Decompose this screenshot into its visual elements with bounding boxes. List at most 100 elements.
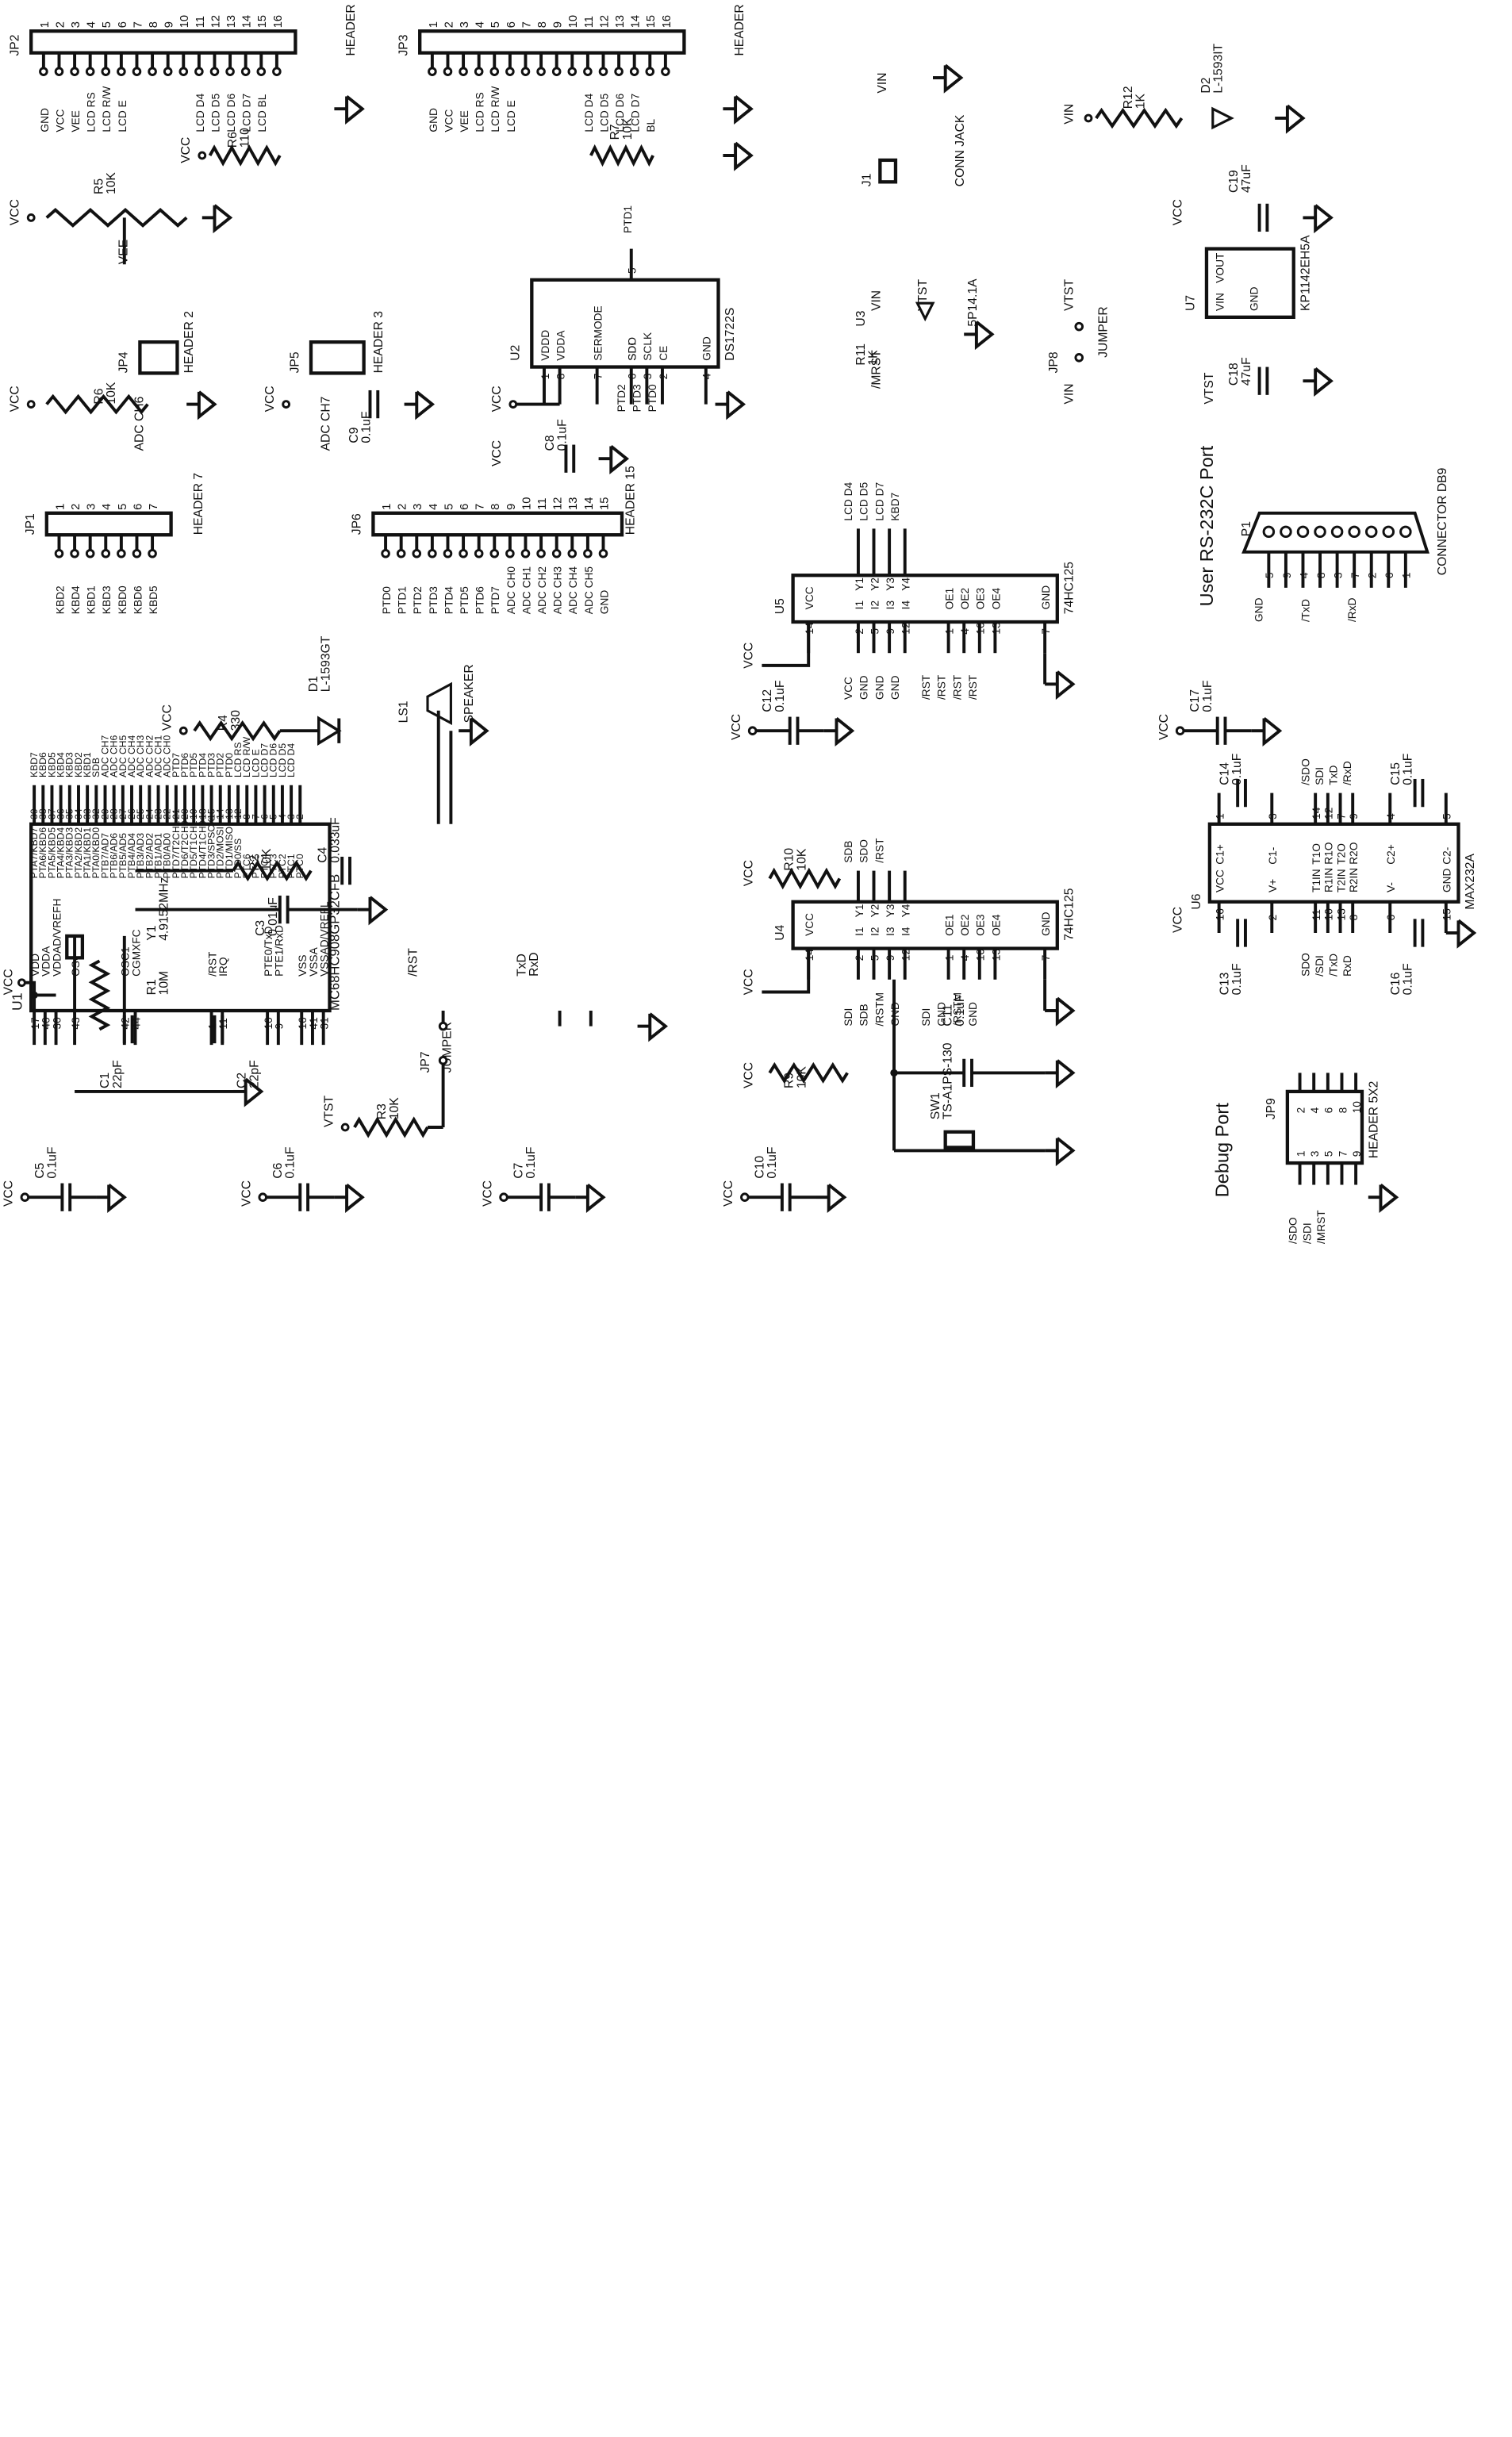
pin-terminal [272, 67, 282, 76]
ground-triangle [1055, 1059, 1076, 1089]
d2-ref: D2 [1199, 78, 1213, 94]
net-label: ADC CH3 [135, 735, 146, 777]
capacitor-symbol [1215, 716, 1227, 745]
u5-ref: U5 [773, 598, 787, 614]
pin-name: Y3 [885, 904, 896, 917]
net-label: PTD6 [474, 586, 486, 614]
pin-number: 5 [117, 504, 129, 510]
net-label: VEE [459, 110, 470, 132]
ls1-value: SPEAKER [462, 664, 476, 723]
pin-terminal [256, 67, 267, 76]
ground-triangle [345, 94, 365, 125]
net-label: ADC CH2 [536, 566, 548, 614]
vcc-label: VCC [743, 643, 756, 669]
pin-number: 3 [70, 21, 83, 28]
net-label: KBD3 [64, 752, 75, 777]
vcc-terminal [499, 1192, 508, 1202]
pin-number: 2 [397, 504, 409, 510]
pin-name: OE2 [959, 914, 971, 935]
ground-triangle [213, 204, 233, 234]
pin-name: Y4 [900, 578, 912, 591]
pin-number: 10 [520, 497, 533, 510]
net-label: PTD4 [443, 586, 455, 614]
pin-terminal [489, 67, 500, 76]
net-label: RxD [1341, 955, 1353, 977]
pin-name: T2IN [1335, 869, 1347, 892]
ground-symbol [1045, 996, 1076, 1027]
pin-terminal [132, 548, 142, 558]
ground-symbol [575, 1183, 606, 1213]
u5-part: 74HC125 [1062, 562, 1076, 614]
vcc-terminal [282, 400, 291, 409]
ground-triangle [107, 1183, 127, 1213]
pin-terminal [428, 67, 437, 76]
net-label: LCD D7 [241, 94, 253, 132]
r4-resistor [193, 720, 282, 742]
vtst-label: VTST [322, 1096, 336, 1127]
u6-ref: U6 [1190, 893, 1203, 909]
net-label: /RST [951, 674, 963, 700]
vtst-label: VTST [1203, 372, 1216, 404]
pin-terminal [85, 67, 95, 76]
pin-name: VSSAD/VREFL [319, 901, 331, 977]
pin-number: 4 [86, 21, 98, 28]
pin-terminal [163, 67, 173, 76]
jp7-pin2 [438, 1055, 448, 1065]
vcc-terminal [20, 1192, 30, 1202]
pin-number: 4 [428, 504, 440, 510]
pin-name: T2O [1335, 843, 1347, 865]
pin-number: 4 [474, 21, 487, 28]
net-label: KBD4 [56, 752, 67, 777]
c15-ref: C15 [1389, 762, 1403, 785]
ground-triangle [368, 896, 389, 926]
pin-terminal [85, 548, 95, 558]
pin-number: 11 [583, 16, 596, 28]
pin-name: VDDD [539, 330, 551, 361]
pin-name: PTD3/SPSCK [205, 819, 217, 879]
pin-number: 11 [536, 498, 549, 510]
r2-value: 10K [260, 848, 274, 870]
wire [762, 622, 811, 667]
net-label: KBD3 [101, 585, 113, 614]
capacitor-symbol [788, 716, 800, 745]
vin-label: VIN [876, 72, 889, 93]
net-label: ADC CH7 [320, 397, 333, 451]
pin-name: C2- [1441, 847, 1453, 865]
ground-symbol [357, 896, 389, 926]
u4-body [791, 900, 1059, 950]
pin-terminal [661, 67, 670, 76]
ground-symbol [1275, 104, 1306, 134]
pin-terminal [54, 548, 64, 558]
header-body [371, 511, 624, 537]
net-label: PTD1 [397, 586, 409, 614]
net-label: PTD2 [412, 586, 424, 614]
jp2-name: HEADER 16 [344, 0, 358, 56]
pin-name: IRQ [217, 957, 229, 977]
net-label: LCD D6 [268, 743, 279, 777]
cap-ref: C17 [1188, 689, 1202, 712]
u3-ref: U3 [854, 310, 868, 326]
pin-number: 12 [209, 15, 222, 28]
vcc-terminal [1175, 726, 1185, 735]
net-label: SDB [858, 1004, 870, 1026]
net-label: /RSTM [873, 992, 885, 1027]
ground-symbol [404, 390, 436, 420]
r7-ref: R7 [608, 124, 622, 140]
pin-terminal [520, 67, 531, 76]
pin-name: PTB5/AD5 [117, 833, 129, 879]
pin-number: 15 [256, 15, 269, 28]
c11-value: 0.1uF [954, 995, 967, 1027]
c11-ref: C11 [942, 1004, 955, 1027]
net-label: PTD4 [197, 753, 208, 777]
c4-ref: C4 [317, 846, 330, 862]
jp5-name: HEADER 3 [372, 311, 386, 374]
pin-number: 5 [1323, 1150, 1335, 1157]
r12-ref: R12 [1122, 86, 1135, 109]
db9-pin [1382, 525, 1395, 539]
vcc-label: VCC [490, 386, 504, 412]
net-label: SDI [1314, 767, 1326, 785]
pin-name: I2 [869, 927, 881, 935]
pin-name: OE4 [990, 587, 1002, 609]
r5-resistor [45, 207, 188, 228]
pin-name: VDD [29, 954, 41, 977]
